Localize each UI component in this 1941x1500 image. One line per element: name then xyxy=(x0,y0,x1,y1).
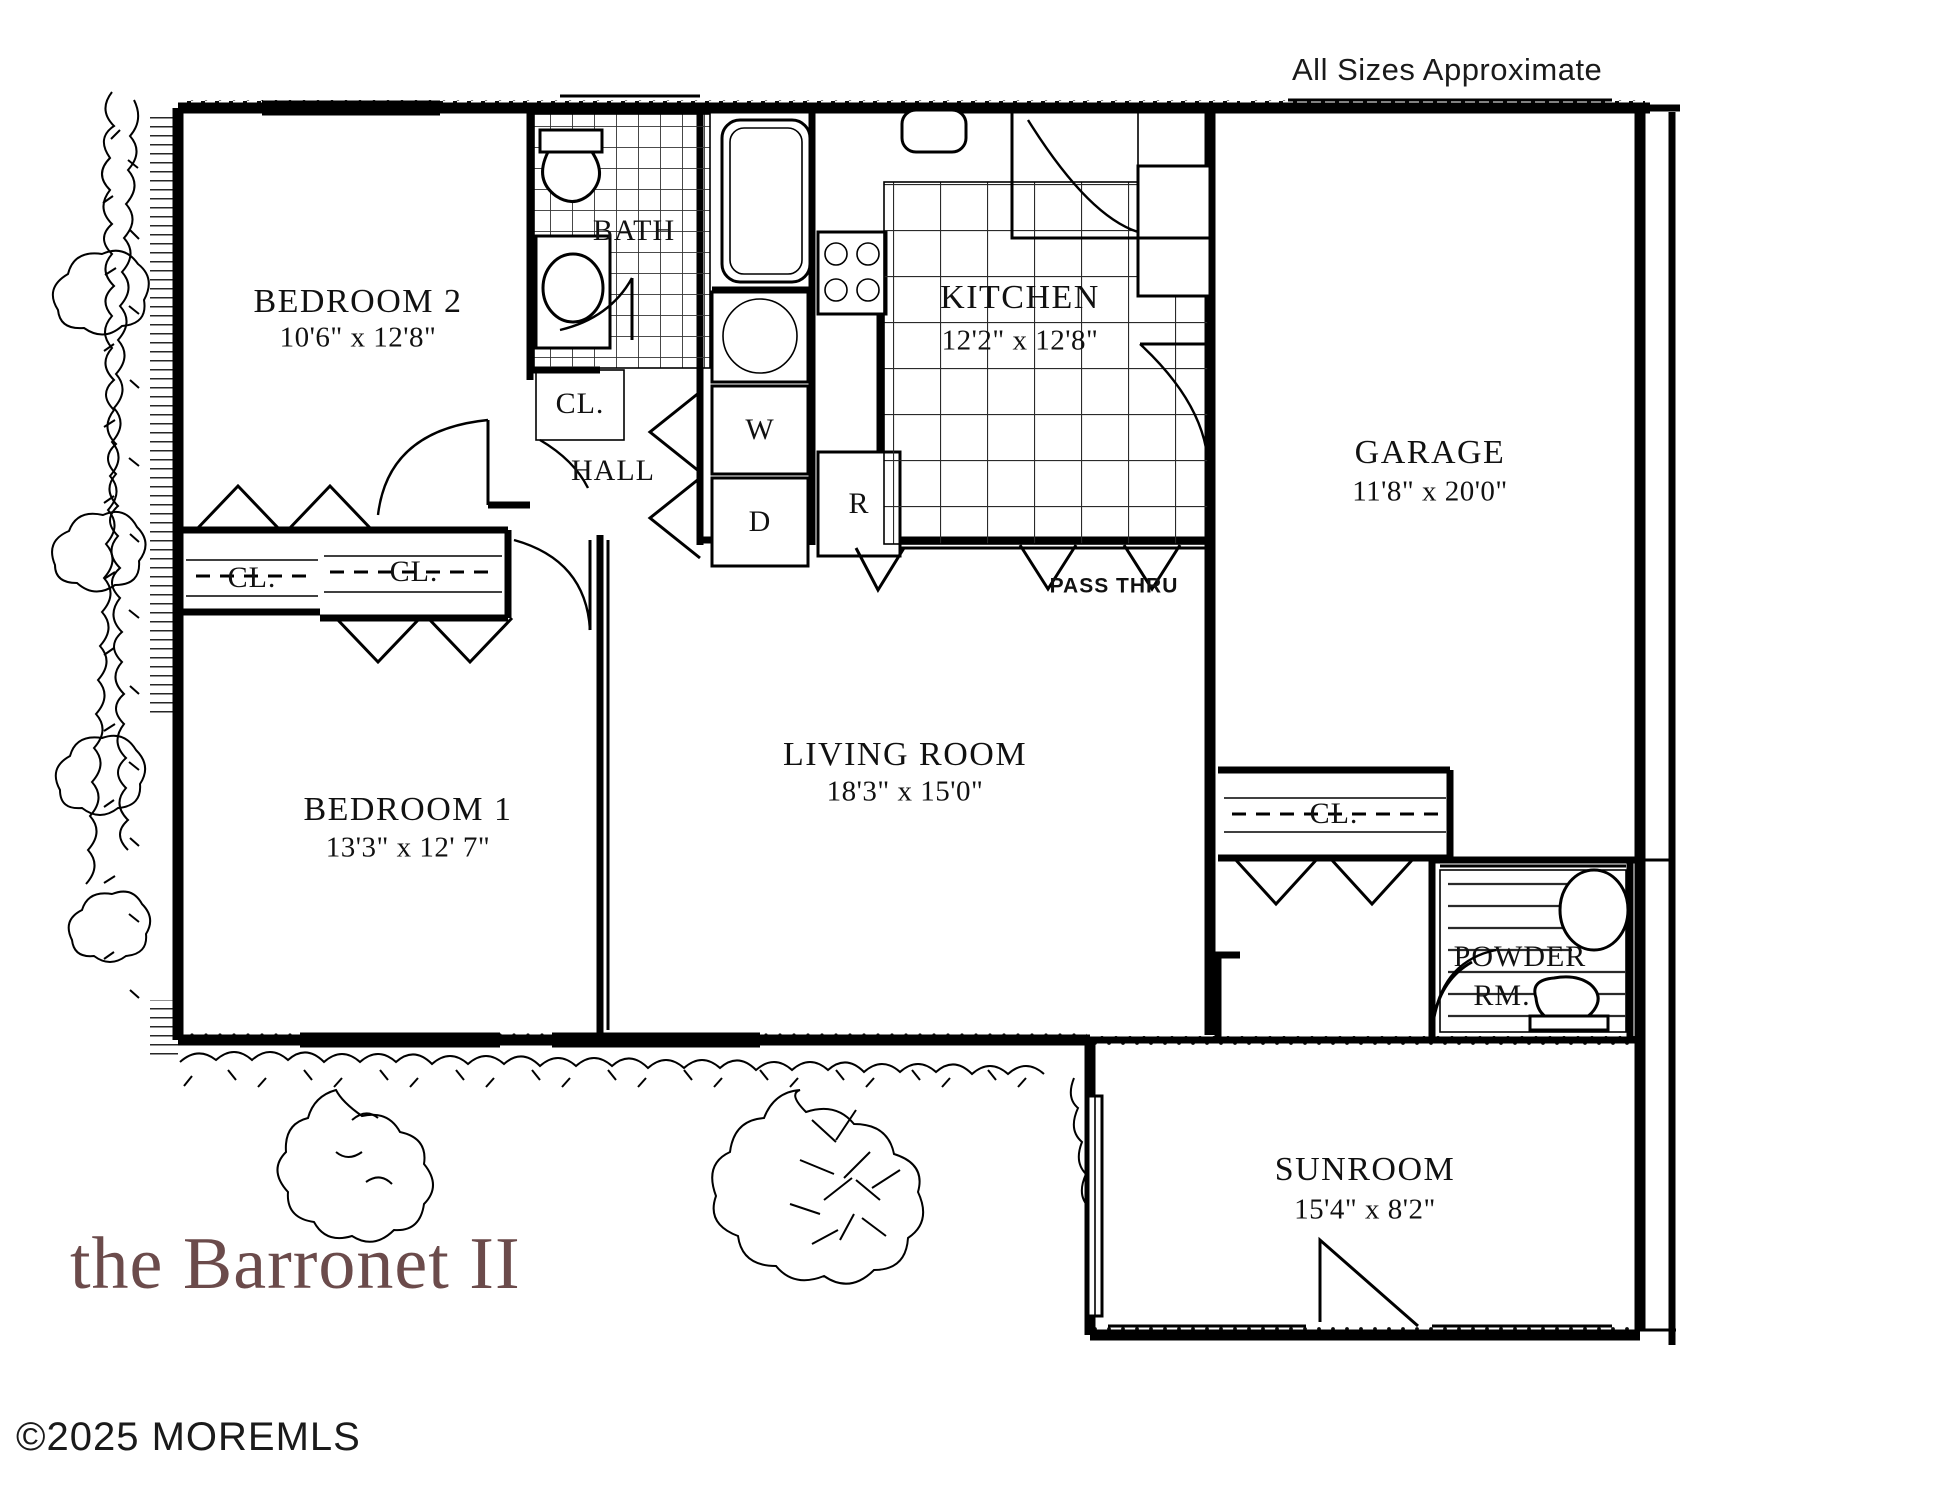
wall-texture xyxy=(180,100,1645,1336)
closet-bath: CL. xyxy=(535,369,625,489)
window-bedroom-1 xyxy=(300,1032,760,1048)
vanity-bath xyxy=(534,234,612,350)
landscaping-shrubs-left xyxy=(51,91,152,999)
room-dim-living-room: 18'3" x 15'0" xyxy=(827,776,984,808)
closet-label-bath: CL. xyxy=(556,387,605,420)
misc-openings xyxy=(560,94,1672,862)
sunroom: SUNROOM 15'4" x 8'2" xyxy=(1086,1036,1612,1340)
bedroom-1: BEDROOM 1 13'3" x 12' 7" xyxy=(300,791,760,1048)
sunroom-door xyxy=(1318,1236,1419,1328)
closet-hall-b: CL. xyxy=(324,555,514,665)
room-label-bedroom-1: BEDROOM 1 xyxy=(303,791,512,828)
copyright-notice: ©2025 MOREMLS xyxy=(16,1415,361,1459)
room-label-sunroom: SUNROOM xyxy=(1275,1151,1456,1188)
hall: HALL xyxy=(571,454,655,487)
sunroom-window-left xyxy=(1086,1094,1104,1318)
appliance-label-dryer: D xyxy=(749,505,772,538)
annotation-pass-thru: PASS THRU xyxy=(1050,575,1179,598)
landscaping-shrubs-bottom xyxy=(179,1051,1095,1285)
bedroom-2: BEDROOM 2 10'6" x 12'8" xyxy=(253,100,490,516)
plan-title: the Barronet II xyxy=(70,1223,521,1305)
room-dim-kitchen: 12'2" x 12'8" xyxy=(942,325,1099,357)
closet-garage: CL. xyxy=(1224,797,1446,907)
room-label-powder: POWDER xyxy=(1454,940,1587,973)
left-wall-hatching xyxy=(150,110,178,1060)
room-label-bath: BATH xyxy=(593,214,675,247)
room-dim-sunroom: 15'4" x 8'2" xyxy=(1294,1194,1436,1226)
toilet-bath xyxy=(538,128,604,203)
appliance-label-washer: W xyxy=(745,413,774,446)
pass-thru: PASS THRU xyxy=(1018,544,1182,598)
door-swing-bedroom-1 xyxy=(513,538,592,631)
closet-hall-a: CL. xyxy=(186,483,374,597)
closet-label-hall-a: CL. xyxy=(228,561,277,594)
closet-label-hall-b: CL. xyxy=(390,555,439,588)
room-label-hall: HALL xyxy=(571,454,655,487)
room-label-bedroom-2: BEDROOM 2 xyxy=(253,283,462,320)
kitchen: KITCHEN 12'2" x 12'8" xyxy=(883,108,1212,545)
sink-powder-room xyxy=(1558,868,1630,952)
powder-room: POWDER RM. xyxy=(1430,868,1630,1033)
room-dim-bedroom-1: 13'3" x 12' 7" xyxy=(326,832,490,864)
range-stove xyxy=(816,230,888,316)
bathroom: BATH xyxy=(533,113,812,369)
room-dim-bedroom-2: 10'6" x 12'8" xyxy=(280,322,437,354)
room-label-living-room: LIVING ROOM xyxy=(783,736,1027,773)
window-bedroom-2 xyxy=(262,100,440,116)
appliance-label-refrigerator: R xyxy=(848,487,869,520)
toilet-powder-room xyxy=(1528,975,1610,1032)
laundry-closet: W D xyxy=(647,290,810,568)
room-label-powder-rm: RM. xyxy=(1473,979,1530,1012)
disclaimer-note: All Sizes Approximate xyxy=(1292,52,1602,87)
bathtub xyxy=(720,118,812,284)
room-label-kitchen: KITCHEN xyxy=(940,279,1100,316)
room-dim-garage: 11'8" x 20'0" xyxy=(1352,476,1508,508)
garage: GARAGE 11'8" x 20'0" xyxy=(1288,98,1612,508)
closet-label-garage: CL. xyxy=(1310,797,1359,830)
room-label-garage: GARAGE xyxy=(1355,434,1506,471)
living-room: LIVING ROOM 18'3" x 15'0" xyxy=(783,736,1027,808)
